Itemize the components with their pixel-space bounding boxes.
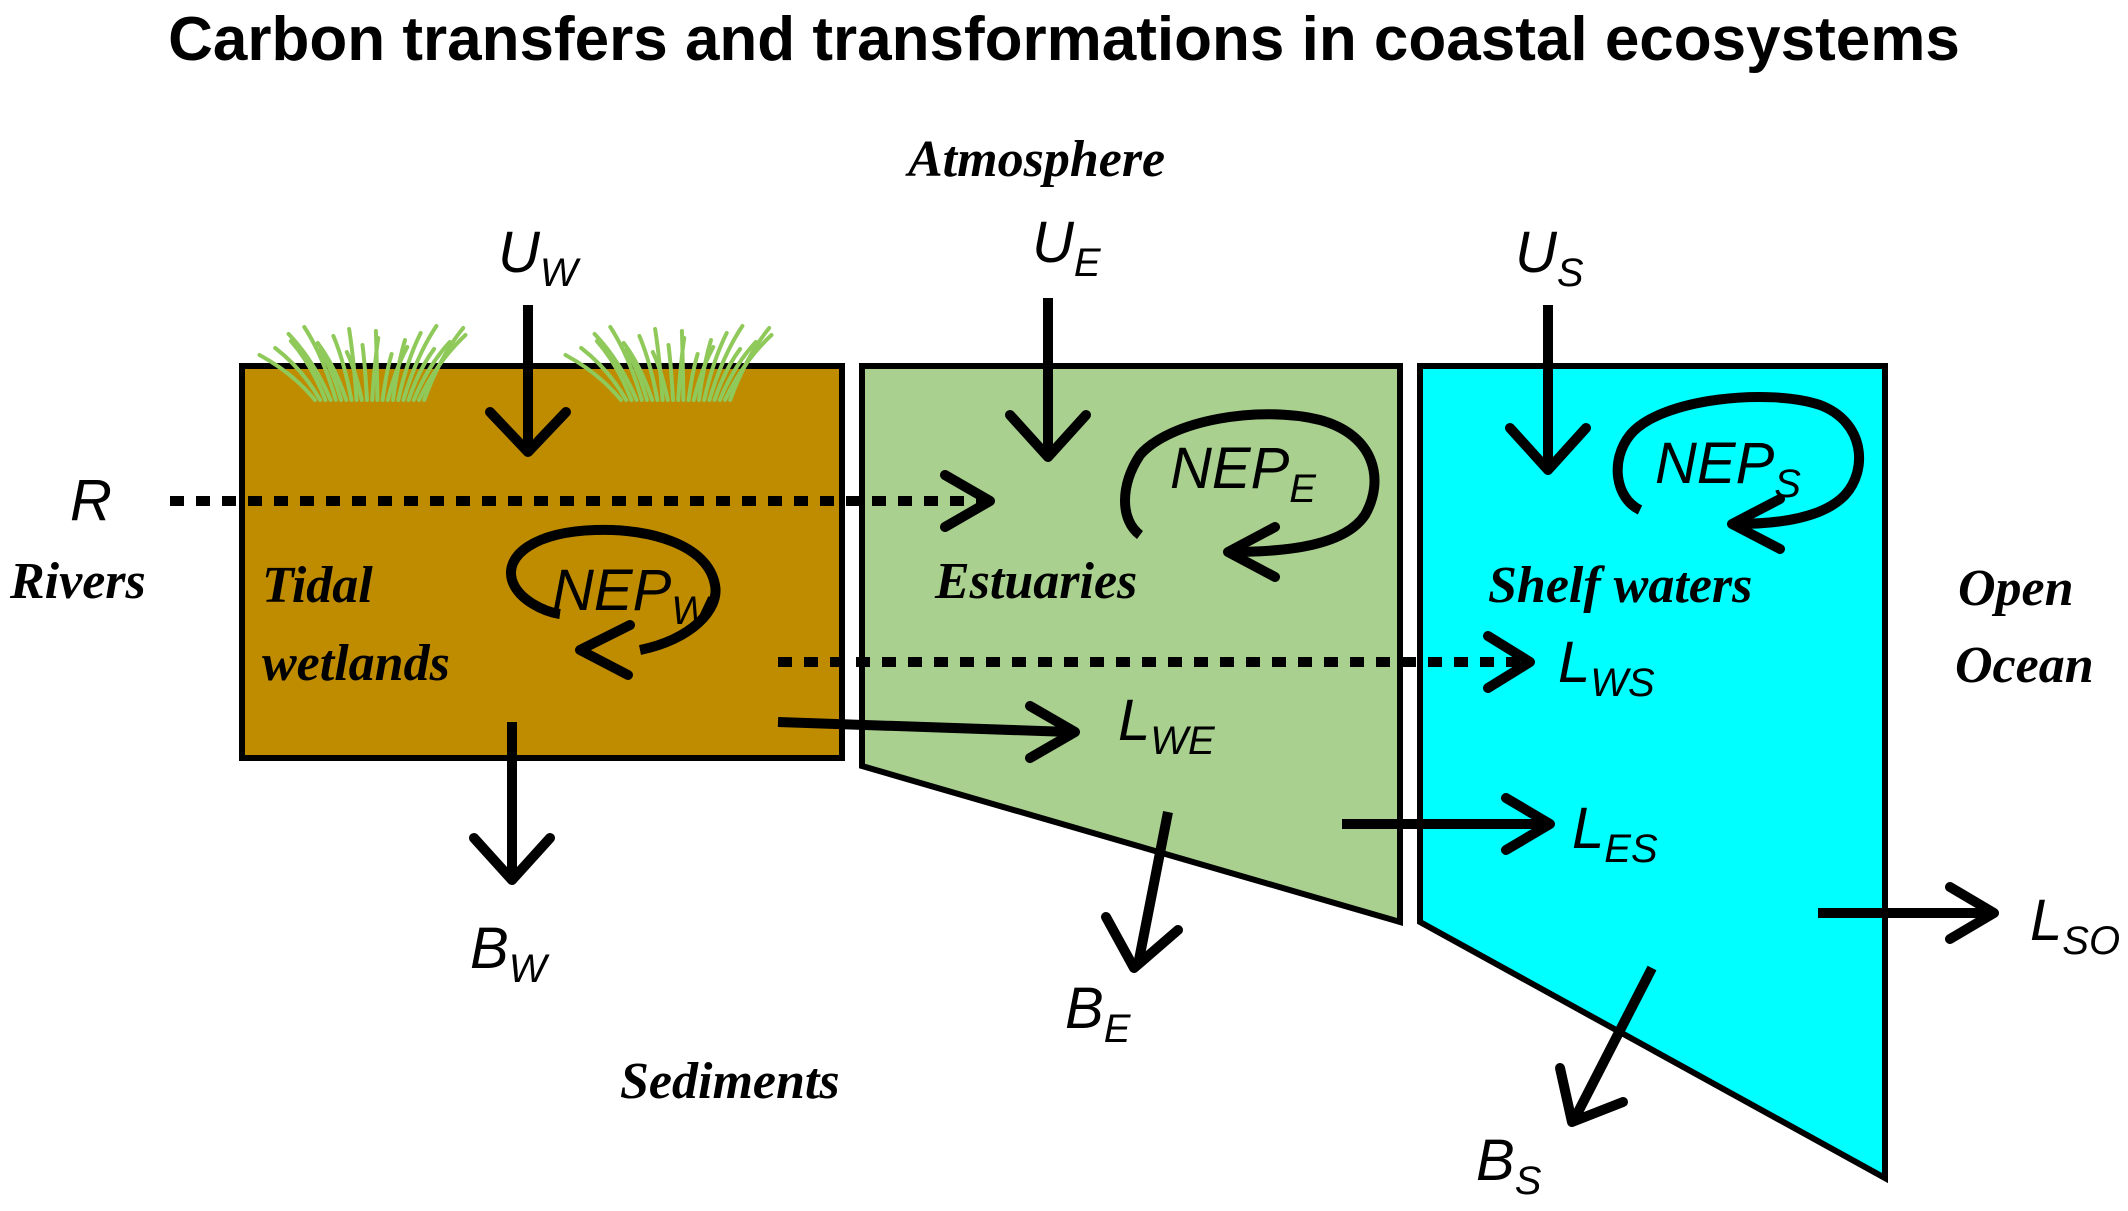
flux-label-NEP_S: NEPS <box>1655 431 1801 506</box>
grass-blade <box>401 324 439 402</box>
ocean-label: Ocean <box>1955 637 2094 694</box>
grass-blade <box>624 348 649 402</box>
tidal-label: Tidal <box>262 557 373 614</box>
grass-blade <box>621 341 655 402</box>
grass-blade <box>273 346 323 402</box>
grass-blade <box>563 353 623 402</box>
grass-blade <box>686 352 700 402</box>
shelf-waters-label: Shelf waters <box>1488 557 1752 614</box>
flux-label-U_S: US <box>1515 220 1584 295</box>
grass-blade <box>288 339 328 402</box>
wetland-to-shelf-arrow <box>778 631 1535 693</box>
grass-blade <box>302 325 338 402</box>
uptake-arrow-wetlands <box>485 305 571 457</box>
grass-blade <box>373 329 380 402</box>
estuaries-label: Estuaries <box>934 553 1137 610</box>
uptake-arrow-shelf <box>1505 305 1591 475</box>
flux-label-U_E: UE <box>1032 210 1102 285</box>
grass-blade <box>331 334 354 402</box>
grass-blade <box>717 340 758 402</box>
grass-tuft-right <box>563 324 774 402</box>
grass-blade <box>422 326 466 402</box>
nep-cycle-shelf <box>1612 392 1865 554</box>
grass-tuft-left <box>257 324 468 402</box>
grass-blade <box>728 326 772 402</box>
estuary-to-shelf-arrow <box>1342 793 1555 855</box>
grass-blade <box>594 339 634 402</box>
wetlands-label: wetlands <box>262 635 450 692</box>
grass-blade <box>380 352 394 402</box>
grass-blade <box>406 347 437 402</box>
grass-blade <box>707 324 745 402</box>
grass-blade <box>344 350 364 402</box>
flux-label-L_ES: LES <box>1572 796 1658 871</box>
flux-label-NEP_E: NEPE <box>1170 436 1317 511</box>
grass-blade <box>666 343 675 402</box>
rivers-label: Rivers <box>9 553 146 610</box>
grass-blade <box>579 346 629 402</box>
grass-blade <box>608 325 644 402</box>
burial-arrow-estuaries <box>1101 811 1183 973</box>
grass-blade <box>679 329 686 402</box>
grass-blade <box>697 338 713 402</box>
wetland-to-estuary-arrow <box>777 701 1080 763</box>
grass-blade <box>637 334 660 402</box>
burial-arrow-shelf <box>1555 965 1657 1127</box>
grass-blade <box>653 327 665 402</box>
flux-label-B_E: BE <box>1065 976 1132 1051</box>
shelf-to-ocean-arrow <box>1818 882 1999 944</box>
grass-blade <box>391 338 407 402</box>
grass-blade <box>411 340 452 402</box>
grass-blade <box>286 332 333 402</box>
flux-label-R: R <box>70 468 112 533</box>
uptake-arrow-estuaries <box>1005 298 1091 462</box>
grass-blade <box>315 341 349 402</box>
nep-cycle-wetlands <box>506 524 721 680</box>
flux-label-B_S: BS <box>1476 1128 1542 1203</box>
shelf-waters-box <box>1417 363 1888 1184</box>
open-label: Open <box>1958 560 2074 617</box>
grass-blade <box>318 348 343 402</box>
river-input-arrow <box>170 470 995 532</box>
grass-blade <box>592 332 639 402</box>
estuaries-box <box>859 363 1403 926</box>
flux-label-NEP_W: NEPW <box>552 558 712 633</box>
flux-label-U_W: UW <box>498 220 581 295</box>
burial-arrow-wetlands <box>469 722 555 885</box>
atmosphere-label: Atmosphere <box>905 131 1165 188</box>
diagram-title: Carbon transfers and transformations in … <box>168 5 1960 74</box>
grass-blade <box>702 331 729 402</box>
flux-label-L_SO: LSO <box>2030 888 2120 963</box>
grass-blade <box>360 343 369 402</box>
flux-label-B_W: BW <box>470 916 550 991</box>
grass-blade <box>396 331 423 402</box>
grass-blade <box>347 327 359 402</box>
nep-cycle-estuaries <box>1120 409 1380 582</box>
grass-blade <box>712 347 743 402</box>
grass-blade <box>257 353 317 402</box>
grass-blade <box>650 350 670 402</box>
sediments-label: Sediments <box>620 1053 840 1110</box>
flux-label-L_WE: LWE <box>1118 688 1216 763</box>
flux-label-L_WS: LWS <box>1558 630 1655 705</box>
